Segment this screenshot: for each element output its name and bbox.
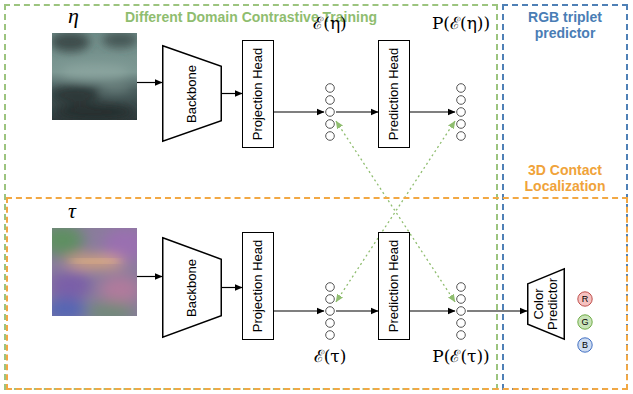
localization-region: 3D Contact LocalizationτBackboneProjecti… [6, 197, 628, 390]
vector-element [326, 96, 335, 105]
region-title: RGB triplet predictor [504, 9, 626, 41]
input-image: τ [52, 228, 137, 316]
color-predictor-shape [528, 269, 565, 340]
flow-arrow [137, 276, 162, 277]
block-label: Projection Head [251, 43, 265, 145]
vector-circles [455, 83, 467, 141]
color-letter: R [577, 291, 593, 307]
flow-arrow [410, 111, 455, 112]
embedding-vector: ℰ(τ) [324, 282, 336, 340]
color-dot: R [577, 291, 593, 307]
flow-arrow [222, 287, 242, 288]
vector-element [457, 295, 466, 304]
backbone-block: Backbone [162, 237, 222, 338]
vector-element [457, 96, 466, 105]
color-predictor: Color Predictor [527, 268, 565, 340]
backbone-block: Backbone [162, 45, 222, 142]
region-title: 3D Contact Localization [504, 162, 626, 194]
vector-element [326, 331, 335, 340]
projection-head: Projection Head [242, 40, 274, 148]
prediction-vector: P(ℰ(η)) [455, 83, 467, 141]
vector-label: P(ℰ(η)) [432, 13, 490, 33]
vector-element [457, 108, 466, 117]
vector-element [326, 283, 335, 292]
input-image: η [52, 33, 137, 120]
vector-element [326, 319, 335, 328]
vector-element [457, 132, 466, 141]
vector-label: ℰ(τ) [314, 346, 347, 366]
vector-label: P(ℰ(τ)) [432, 346, 489, 366]
vector-circles [324, 282, 336, 340]
prediction-head: Prediction Head [378, 40, 410, 148]
flow-arrow [336, 111, 378, 112]
flow-arrow [336, 310, 378, 311]
block-label: Backbone [185, 240, 199, 335]
vector-element [457, 283, 466, 292]
flow-arrow [274, 111, 324, 112]
image-label: τ [68, 200, 76, 222]
vector-element [457, 120, 466, 129]
vector-label: ℰ(η) [313, 13, 346, 33]
embedding-vector: ℰ(η) [324, 83, 336, 141]
dot-shape [578, 315, 592, 329]
color-letter: G [577, 314, 593, 330]
vector-element [326, 307, 335, 316]
prediction-vector: P(ℰ(τ)) [455, 282, 467, 340]
block-label: Backbone [185, 48, 199, 139]
vector-element [326, 84, 335, 93]
color-dot: B [577, 337, 593, 353]
vector-element [457, 307, 466, 316]
region-title: Different Domain Contrastive Training [6, 9, 496, 25]
vector-element [457, 84, 466, 93]
flow-arrow [274, 310, 324, 311]
block-label: Projection Head [251, 235, 265, 337]
backbone-block-shape [163, 238, 222, 338]
flow-arrow [137, 82, 162, 83]
vector-element [326, 295, 335, 304]
flow-arrow [410, 310, 455, 311]
vector-element [457, 319, 466, 328]
image-label: η [68, 5, 79, 27]
color-dot: G [577, 314, 593, 330]
tau-image [52, 228, 137, 316]
eta-image [52, 33, 137, 120]
dot-shape [578, 338, 592, 352]
vector-element [326, 120, 335, 129]
prediction-head: Prediction Head [378, 232, 410, 340]
flow-arrow [222, 93, 242, 94]
backbone-block-shape [163, 46, 222, 142]
vector-circles [455, 282, 467, 340]
vector-circles [324, 83, 336, 141]
block-label: Color Predictor [532, 271, 561, 337]
projection-head: Projection Head [242, 232, 274, 340]
vector-element [326, 132, 335, 141]
color-letter: B [577, 337, 593, 353]
vector-element [457, 331, 466, 340]
dot-shape [578, 292, 592, 306]
block-label: Prediction Head [387, 43, 401, 145]
block-label: Prediction Head [387, 235, 401, 337]
vector-element [326, 108, 335, 117]
